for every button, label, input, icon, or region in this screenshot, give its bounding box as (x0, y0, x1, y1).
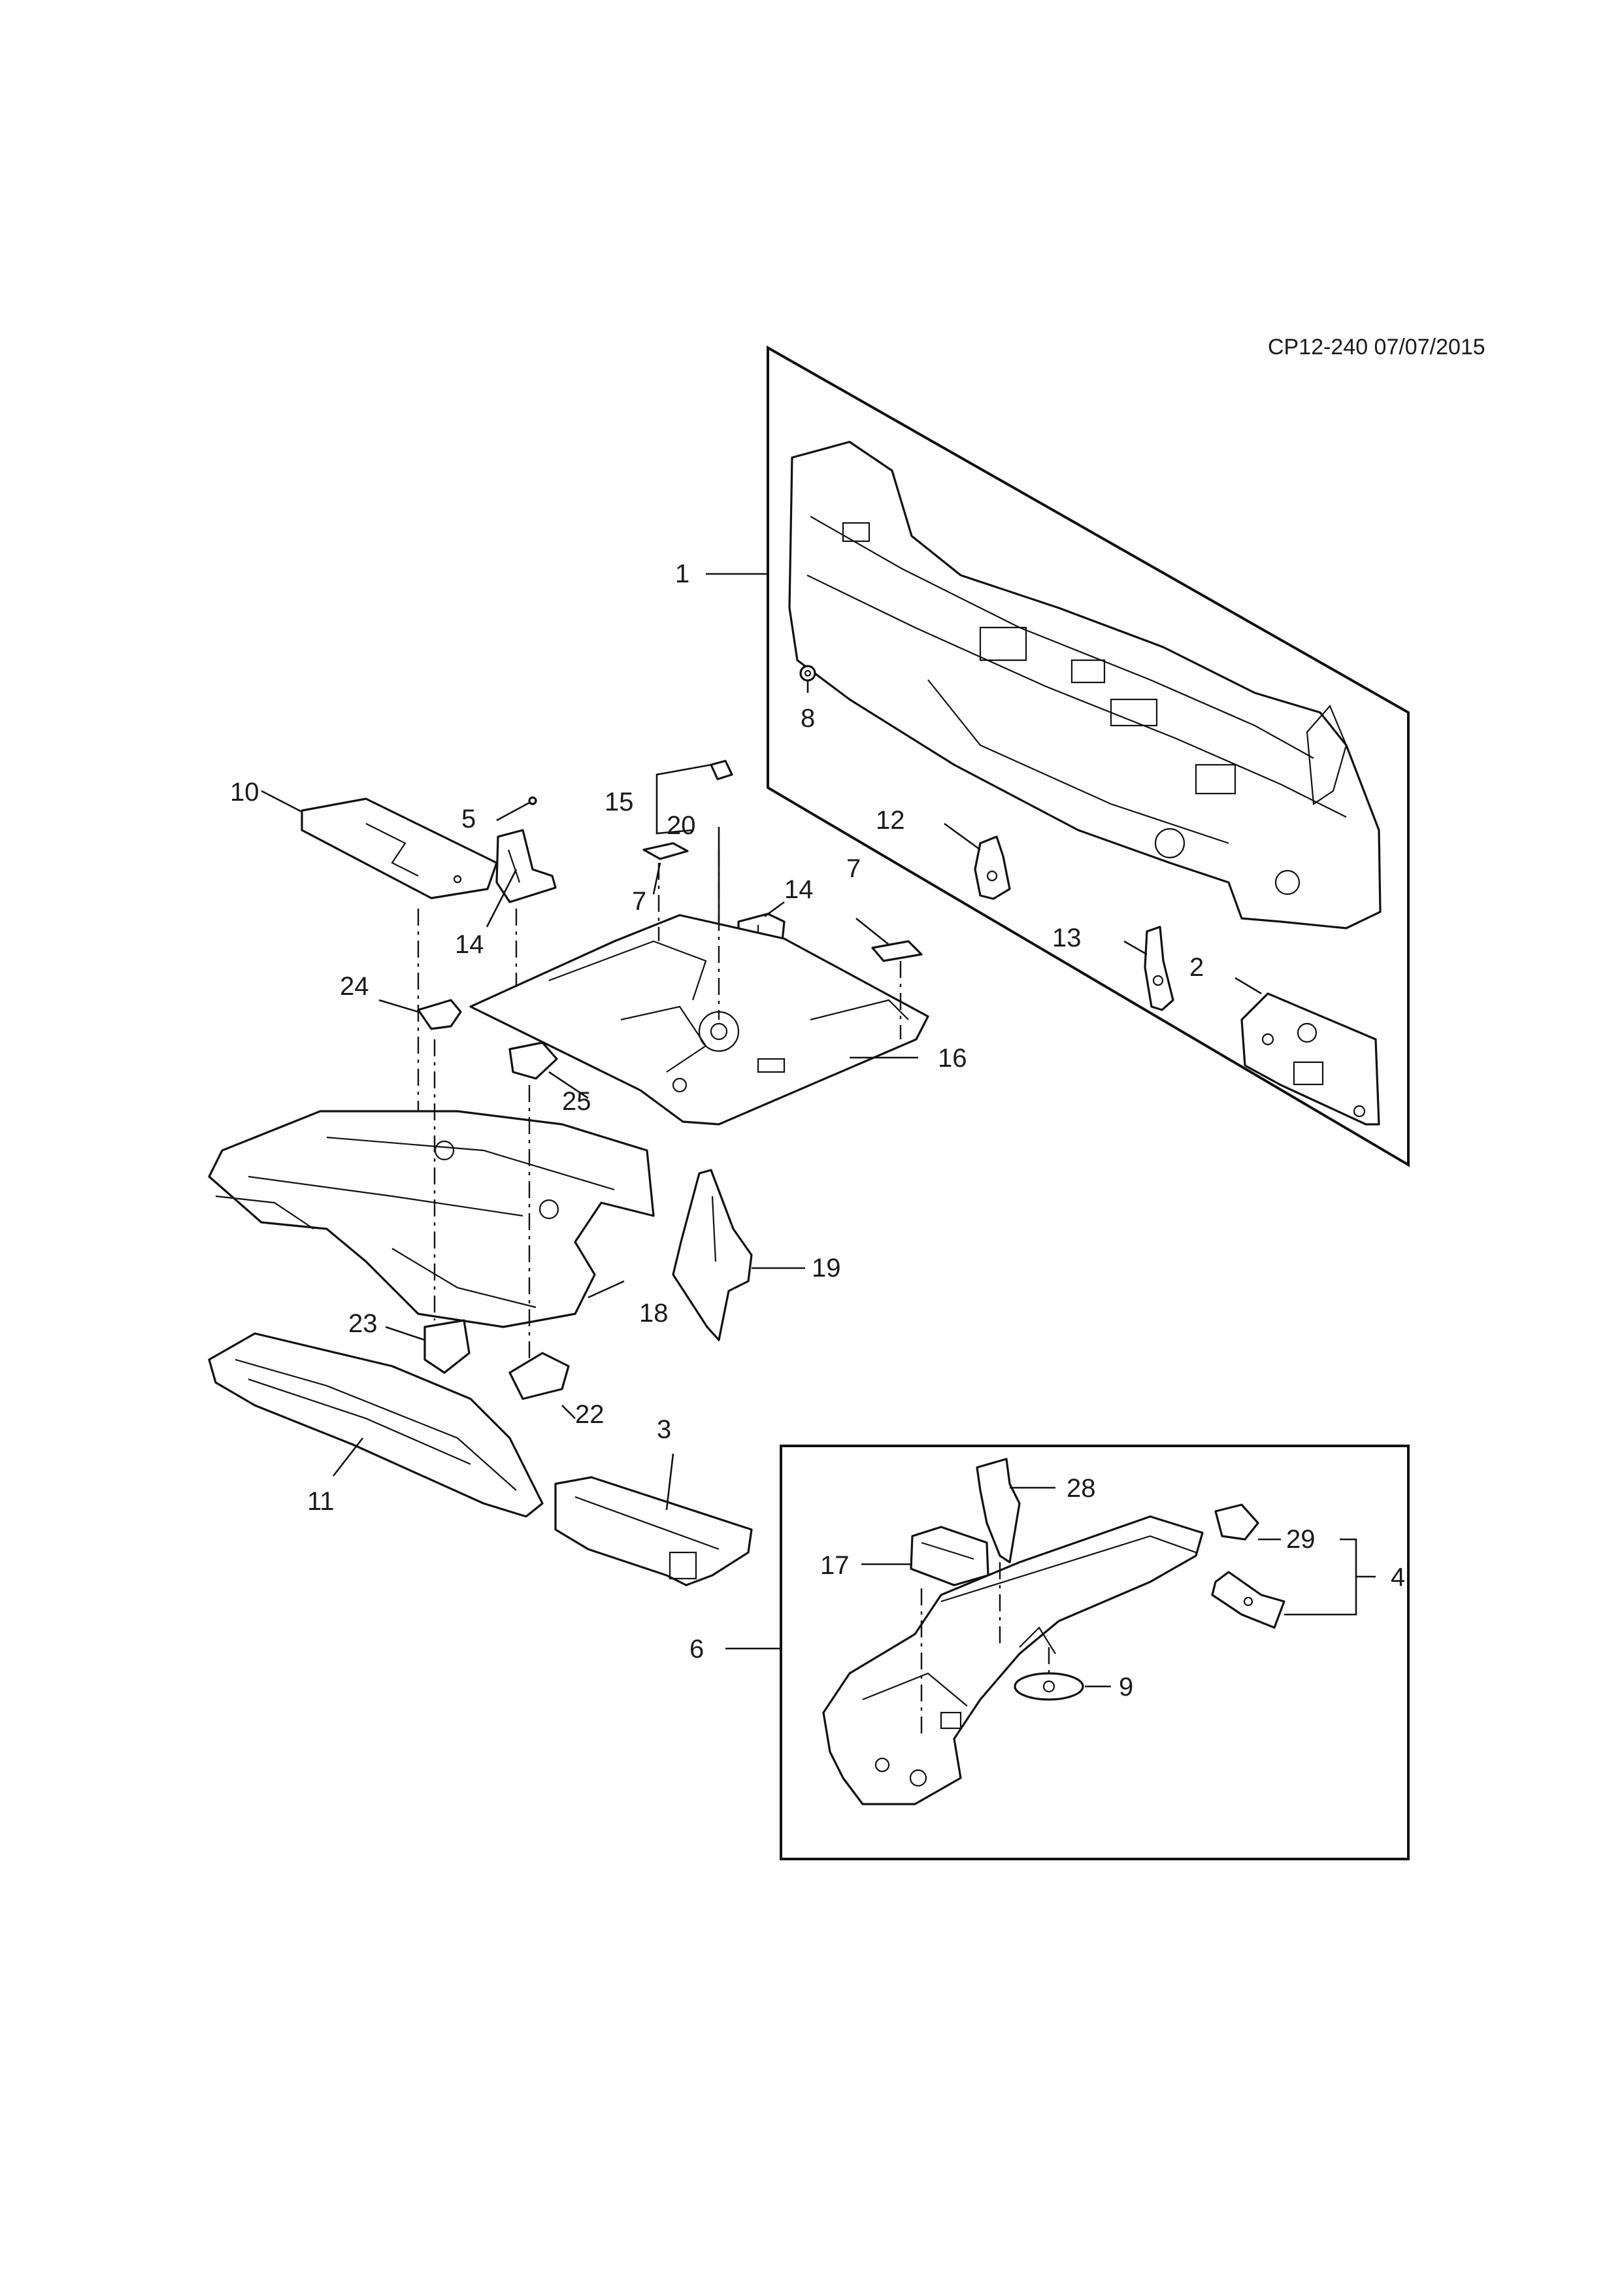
callout-14-right: 14 (784, 875, 814, 904)
bracket-7-right[interactable] (871, 940, 923, 962)
callout-4: 4 (1391, 1563, 1405, 1592)
plate-9[interactable] (1014, 1672, 1084, 1701)
callout-7-right: 7 (846, 854, 861, 883)
callout-7-center: 7 (632, 887, 646, 916)
callout-24: 24 (340, 972, 369, 1001)
crossmember-11[interactable] (208, 1332, 544, 1518)
callout-29: 29 (1286, 1525, 1316, 1554)
callout-1: 1 (675, 560, 689, 588)
callout-12: 12 (876, 806, 905, 835)
side-member-6[interactable] (822, 1515, 1204, 1805)
rear-floor-assembly-18[interactable] (208, 1110, 655, 1328)
callout-10: 10 (230, 778, 259, 807)
callout-9: 9 (1119, 1673, 1133, 1701)
callout-8: 8 (801, 704, 815, 733)
callout-11: 11 (307, 1487, 335, 1516)
callout-28: 28 (1067, 1474, 1096, 1503)
callout-14-left: 14 (455, 930, 484, 959)
callout-15: 15 (605, 788, 634, 816)
callout-23: 23 (348, 1309, 378, 1338)
bracket-13[interactable] (1144, 926, 1174, 1011)
pin-5[interactable] (528, 796, 537, 805)
callout-3: 3 (657, 1415, 671, 1444)
side-member-detail-frame (780, 1445, 1410, 1860)
mount-17[interactable] (910, 1526, 989, 1586)
callout-16: 16 (938, 1044, 967, 1073)
rear-floor-panel-16[interactable] (469, 914, 929, 1126)
bracket-29[interactable] (1214, 1503, 1259, 1541)
callout-25: 25 (562, 1087, 591, 1116)
rear-panel-detail-frame (767, 345, 1410, 1167)
bracket-22[interactable] (508, 1352, 570, 1400)
bracket-24[interactable] (417, 999, 462, 1030)
callout-13: 13 (1052, 924, 1082, 952)
rear-end-panel-part[interactable] (788, 441, 1382, 930)
nut-8[interactable] (799, 665, 816, 682)
callout-17: 17 (820, 1551, 850, 1580)
callout-22: 22 (575, 1400, 605, 1429)
callout-6: 6 (689, 1635, 704, 1664)
reinforcement-panel-2[interactable] (1240, 992, 1380, 1126)
heat-shield-10[interactable] (301, 797, 498, 899)
document-reference: CP12-240 07/07/2015 (1268, 335, 1485, 360)
bracket-4-lower[interactable] (1211, 1571, 1285, 1629)
callout-5: 5 (461, 805, 476, 833)
clip-15[interactable] (710, 760, 733, 780)
closing-panel-19[interactable] (672, 1169, 753, 1341)
bracket-12[interactable] (974, 835, 1011, 900)
bracket-25[interactable] (508, 1041, 558, 1080)
bracket-23[interactable] (423, 1319, 471, 1374)
callout-19: 19 (812, 1254, 841, 1282)
callout-2: 2 (1189, 953, 1204, 982)
bracket-28[interactable] (976, 1458, 1021, 1564)
callout-20: 20 (667, 811, 696, 840)
callout-18: 18 (639, 1299, 669, 1328)
bracket-14-left[interactable] (495, 829, 557, 903)
bracket-7-center[interactable] (642, 842, 689, 860)
rail-3[interactable] (554, 1476, 753, 1586)
